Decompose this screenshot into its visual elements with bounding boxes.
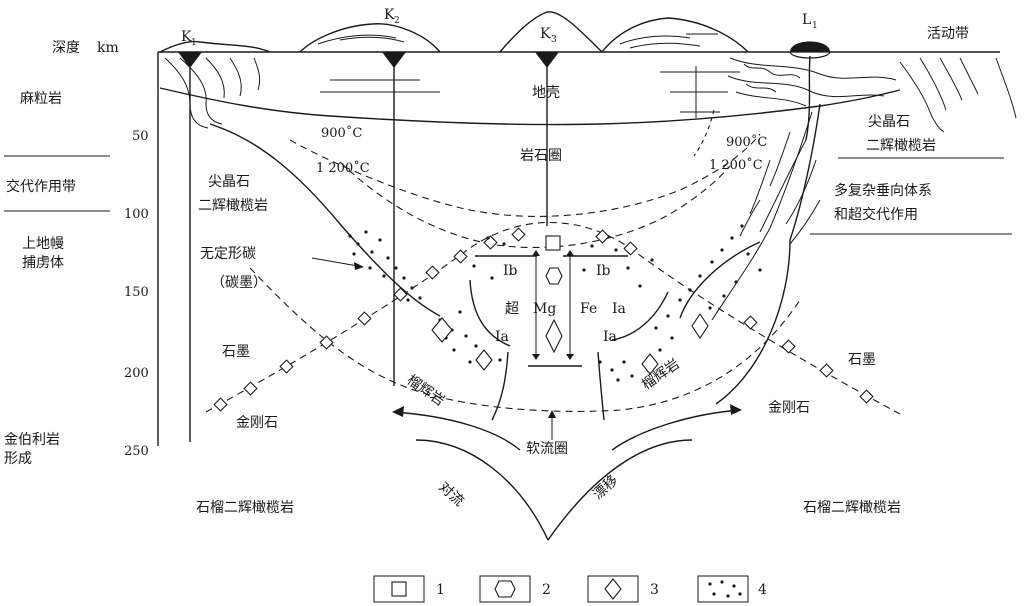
temp-right-1200: 1 200˚C — [709, 157, 763, 173]
square-symbol — [545, 235, 561, 251]
amorphous-carbon-1: 无定形碳 — [200, 246, 256, 262]
diamond-left: 金刚石 — [236, 415, 278, 431]
carbon-pointer-arrow — [311, 257, 364, 270]
surface-relief — [159, 11, 749, 53]
legend-item-1: 1 — [373, 575, 445, 603]
moho-line — [159, 87, 901, 126]
legend-item-4: 4 — [697, 575, 767, 603]
diamond-right: 金刚石 — [768, 400, 810, 416]
legend-diamond-symbol — [604, 578, 622, 600]
spinel-left-2: 二辉橄榄岩 — [198, 198, 268, 214]
k3-letter: K — [540, 26, 551, 42]
crust-zone — [159, 57, 1017, 133]
tick-200: 200 — [124, 366, 149, 381]
legend-hexagon-symbol — [494, 580, 516, 598]
graphite-right: 石墨 — [848, 352, 876, 368]
l1-letter: L — [802, 12, 811, 28]
active-belt-label: 活动带 — [927, 26, 969, 42]
dotted-fields — [348, 224, 762, 382]
kimberlite-formation-label-1: 金伯利岩 — [4, 432, 60, 448]
drift-label: 漂移 — [590, 472, 622, 503]
lamproite-l1: L 1 — [789, 12, 831, 141]
legend-label-1: 1 — [436, 582, 445, 598]
hexagon-symbol — [545, 267, 563, 285]
central-column — [431, 235, 709, 421]
diamond-symbol — [545, 318, 563, 354]
granulite-label: 麻粒岩 — [20, 91, 62, 107]
temp-left-1200: 1 200˚C — [316, 160, 370, 176]
legend-item-3: 3 — [587, 575, 659, 603]
legend-label-4: 4 — [758, 582, 767, 598]
tick-100: 100 — [124, 207, 149, 222]
k2-index: 2 — [394, 16, 400, 26]
k3-index: 3 — [551, 35, 557, 45]
kimberlite-formation-label-2: 形成 — [4, 451, 32, 467]
mantle-xenolith-label-2: 捕虏体 — [22, 255, 64, 271]
complex-system-1: 多复杂垂向体系 — [834, 182, 932, 199]
asthenosphere-label: 软流圈 — [526, 441, 568, 457]
axis-title: 深度 — [52, 40, 80, 56]
legend-item-2: 2 — [479, 575, 551, 603]
zone-ultra: 超 — [505, 301, 519, 317]
graphite-diamond-boundary — [205, 221, 901, 415]
isotherm-900 — [289, 133, 761, 217]
amorphous-carbon-2: （碳墨） — [211, 275, 267, 291]
spinel-left-1: 尖晶石 — [208, 174, 250, 190]
convection-flow — [392, 404, 742, 541]
tick-150: 150 — [124, 285, 149, 300]
eclogite-left: 榴辉岩 — [404, 372, 448, 409]
k1-index: 1 — [191, 38, 197, 48]
axis-unit: km — [97, 40, 119, 56]
metasomatism-label: 交代作用带 — [6, 178, 76, 195]
zone-Fe: Fe — [580, 301, 597, 317]
metasomatic-veins — [711, 111, 821, 321]
zone-Ia-left: Ⅰa — [495, 329, 509, 345]
mantle-xenolith-label-1: 上地幔 — [22, 236, 64, 252]
crust-label: 地壳 — [532, 84, 560, 101]
kimberlite-pipe-k1: K 1 — [178, 29, 202, 442]
lithosphere-root — [209, 103, 821, 412]
zone-Mg: Mg — [533, 301, 556, 317]
k1-letter: K — [181, 29, 192, 45]
lithosphere-label: 岩石圈 — [520, 148, 562, 164]
legend-label-3: 3 — [650, 582, 659, 598]
kimberlite-pipe-k2: K 2 — [382, 7, 406, 386]
spinel-right-1: 尖晶石 — [868, 114, 910, 130]
garnet-lherzolite-left: 石榴二辉橄榄岩 — [196, 500, 294, 516]
l1-index: 1 — [812, 21, 818, 31]
isotherm-1200 — [339, 161, 731, 249]
convection-label: 对流 — [435, 479, 467, 510]
temp-left-900: 900˚C — [321, 125, 362, 141]
tick-250: 250 — [124, 444, 149, 459]
graphite-left: 石墨 — [222, 344, 250, 360]
complex-system-2: 和超交代作用 — [834, 206, 918, 223]
legend-square-symbol — [391, 581, 407, 597]
zone-Ib-left: Ⅰb — [503, 263, 518, 279]
left-labels: 麻粒岩 交代作用带 上地幔 捕虏体 金伯利岩 形成 — [4, 91, 110, 467]
spinel-right-2: 二辉橄榄岩 — [866, 138, 936, 154]
depth-axis: 深度 km 50 100 150 200 250 — [52, 40, 1000, 459]
garnet-lherzolite-right: 石榴二辉橄榄岩 — [803, 500, 901, 516]
zone-Ib-right: Ⅰb — [596, 263, 611, 279]
legend: 1 2 3 4 — [373, 575, 767, 603]
tick-50: 50 — [132, 129, 149, 144]
zone-Ia-right-top: Ⅰa — [612, 301, 626, 317]
temp-right-900: 900˚C — [726, 134, 767, 150]
k2-letter: K — [384, 7, 395, 23]
kimberlite-pipe-k3: K 3 — [535, 26, 559, 226]
legend-label-2: 2 — [542, 582, 551, 598]
zone-Ia-right-bottom: Ⅰa — [603, 329, 617, 345]
